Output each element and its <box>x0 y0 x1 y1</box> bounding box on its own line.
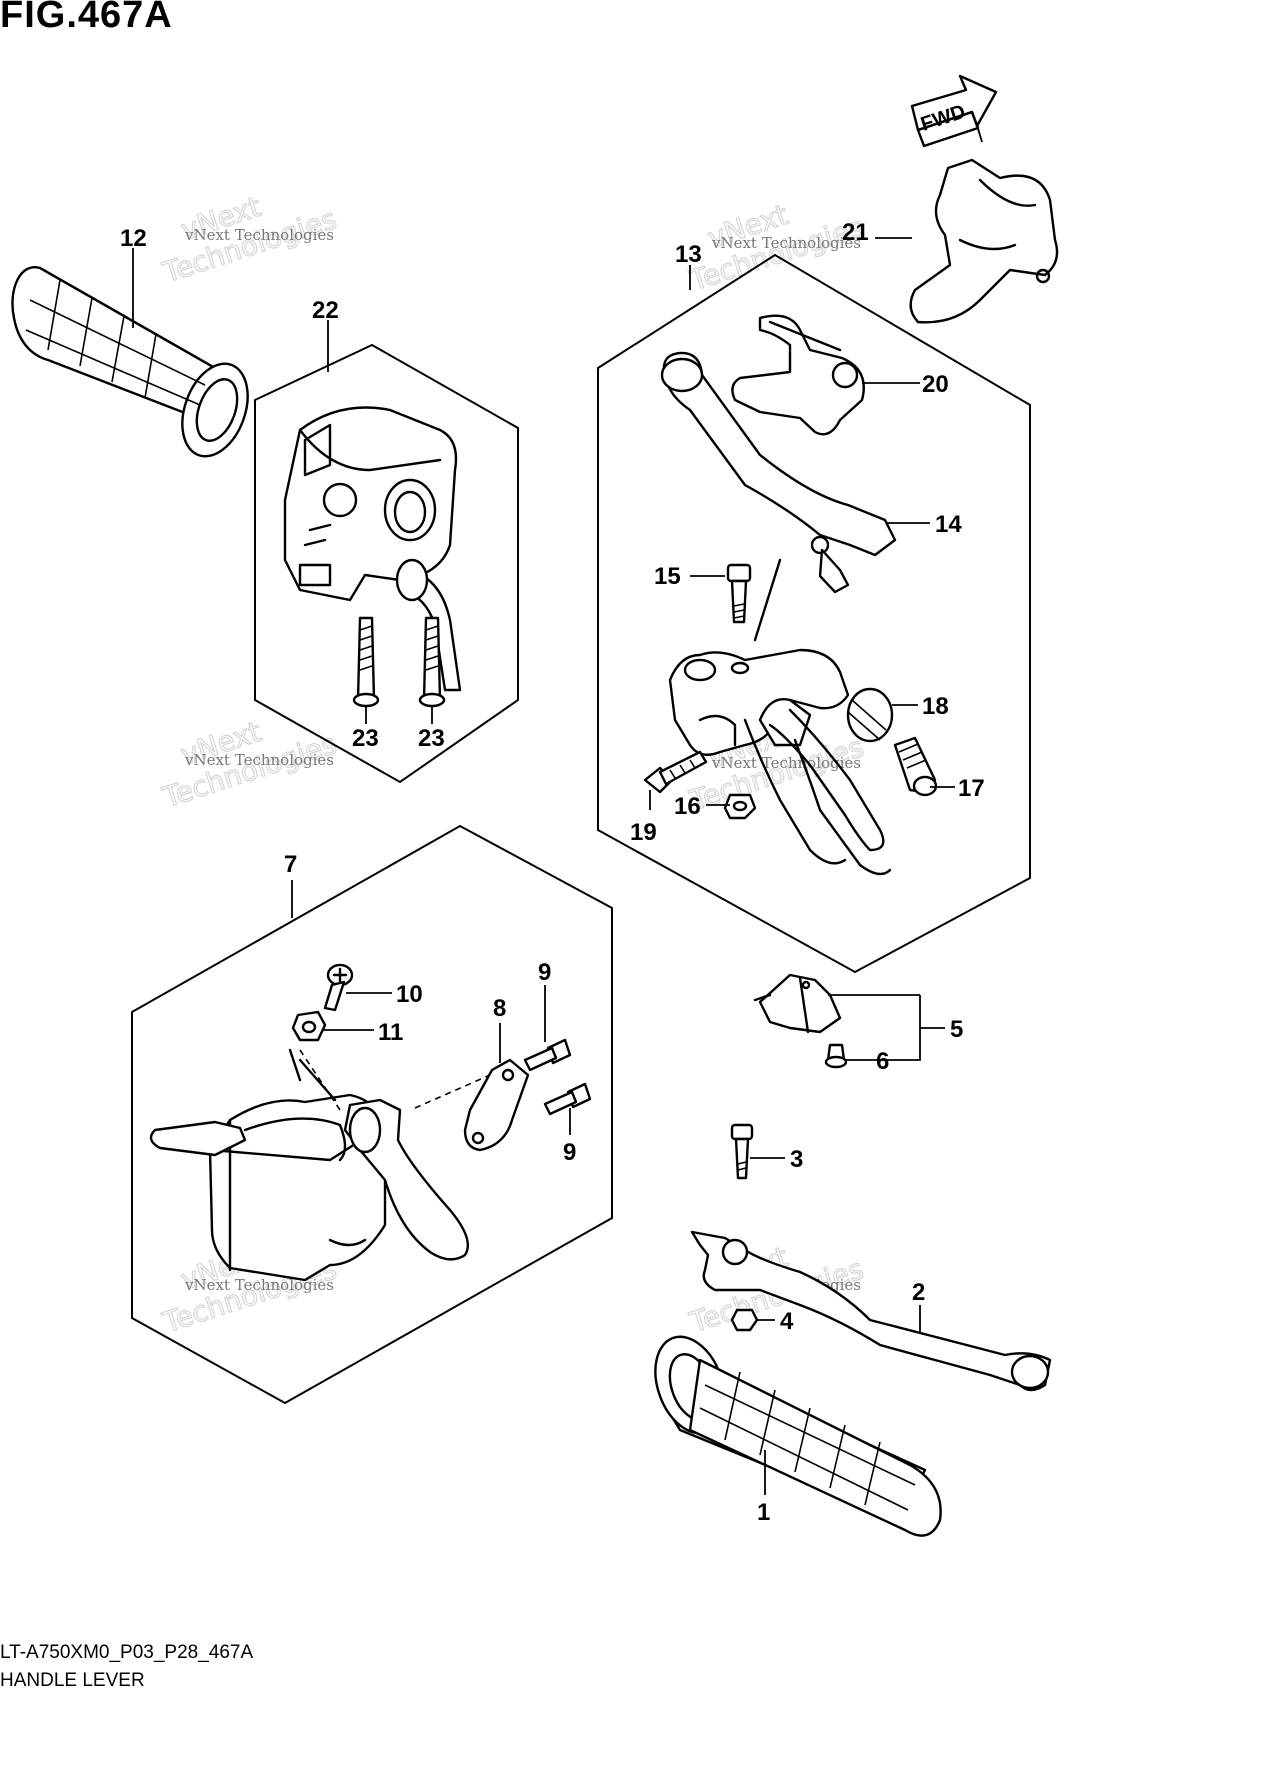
callout-19: 19 <box>630 819 657 846</box>
lever-cover-part-21 <box>909 158 1059 324</box>
assembly-box-22 <box>254 343 519 784</box>
callout-20: 20 <box>922 371 949 398</box>
callout-9a: 9 <box>538 959 551 986</box>
callout-13: 13 <box>675 241 702 268</box>
callout-9b: 9 <box>563 1139 576 1166</box>
throttle-housing-part-7 <box>149 1048 491 1282</box>
watermark-small: vNext Technologies <box>711 754 861 772</box>
callout-23a: 23 <box>352 725 379 752</box>
callout-15: 15 <box>654 563 681 590</box>
callout-23b: 23 <box>418 725 445 752</box>
callout-16: 16 <box>674 793 701 820</box>
screw-part-9 <box>523 1038 592 1116</box>
callout-labels: 12 22 13 21 20 14 15 18 17 16 19 23 23 7… <box>120 219 985 1526</box>
nut-part-4 <box>730 1308 759 1332</box>
right-grip-part-1 <box>654 1335 942 1537</box>
watermark-small: vNext Technologies <box>184 226 334 244</box>
callout-1: 1 <box>757 1499 770 1526</box>
nut-part-16 <box>723 793 757 820</box>
lever-holder <box>668 558 892 876</box>
callout-6: 6 <box>876 1048 889 1075</box>
switch-part-5 <box>753 973 848 1069</box>
assembly-box-7 <box>131 824 613 1405</box>
callout-3: 3 <box>790 1146 803 1173</box>
left-grip-part-12 <box>11 266 249 458</box>
nut-part-11 <box>291 1010 327 1042</box>
adjuster-part-17 <box>893 736 938 797</box>
callout-12: 12 <box>120 225 147 252</box>
bracket-part-20 <box>731 314 865 436</box>
figure-title: FIG.467A <box>0 0 173 36</box>
pivot-bolt-part-15 <box>726 563 752 624</box>
bolt-part-19 <box>643 750 708 794</box>
clamp-part-8 <box>463 1058 530 1152</box>
caption-code: LT-A750XM0_P03_P28_467A <box>0 1642 254 1663</box>
callout-11: 11 <box>378 1019 403 1046</box>
callout-14: 14 <box>935 511 962 538</box>
callout-18: 18 <box>922 693 949 720</box>
cap-part-18 <box>846 687 894 743</box>
screw-part-10 <box>323 963 354 1012</box>
pivot-bolt-part-3 <box>730 1123 754 1180</box>
callout-22: 22 <box>312 297 339 324</box>
watermark-small: vNext Technologies <box>184 1276 334 1294</box>
fwd-arrow-icon: FWD <box>910 74 998 148</box>
callout-leaders <box>132 237 955 1495</box>
watermark-small: vNext Technologies <box>711 234 861 252</box>
brake-lever-part-2 <box>690 1230 1052 1392</box>
callout-7: 7 <box>284 851 297 878</box>
callout-10: 10 <box>396 981 423 1008</box>
callout-4: 4 <box>780 1308 794 1335</box>
clutch-lever-part-14 <box>660 351 897 594</box>
callout-5: 5 <box>950 1016 963 1043</box>
callout-17: 17 <box>958 775 985 802</box>
switch-assembly-part-22 <box>283 406 462 708</box>
assembly-box-13 <box>597 253 1031 974</box>
watermark-small: vNext Technologies <box>184 751 334 769</box>
callout-21: 21 <box>842 219 869 246</box>
callout-2: 2 <box>912 1279 925 1306</box>
callout-8: 8 <box>493 995 506 1022</box>
caption-name: HANDLE LEVER <box>0 1670 145 1691</box>
